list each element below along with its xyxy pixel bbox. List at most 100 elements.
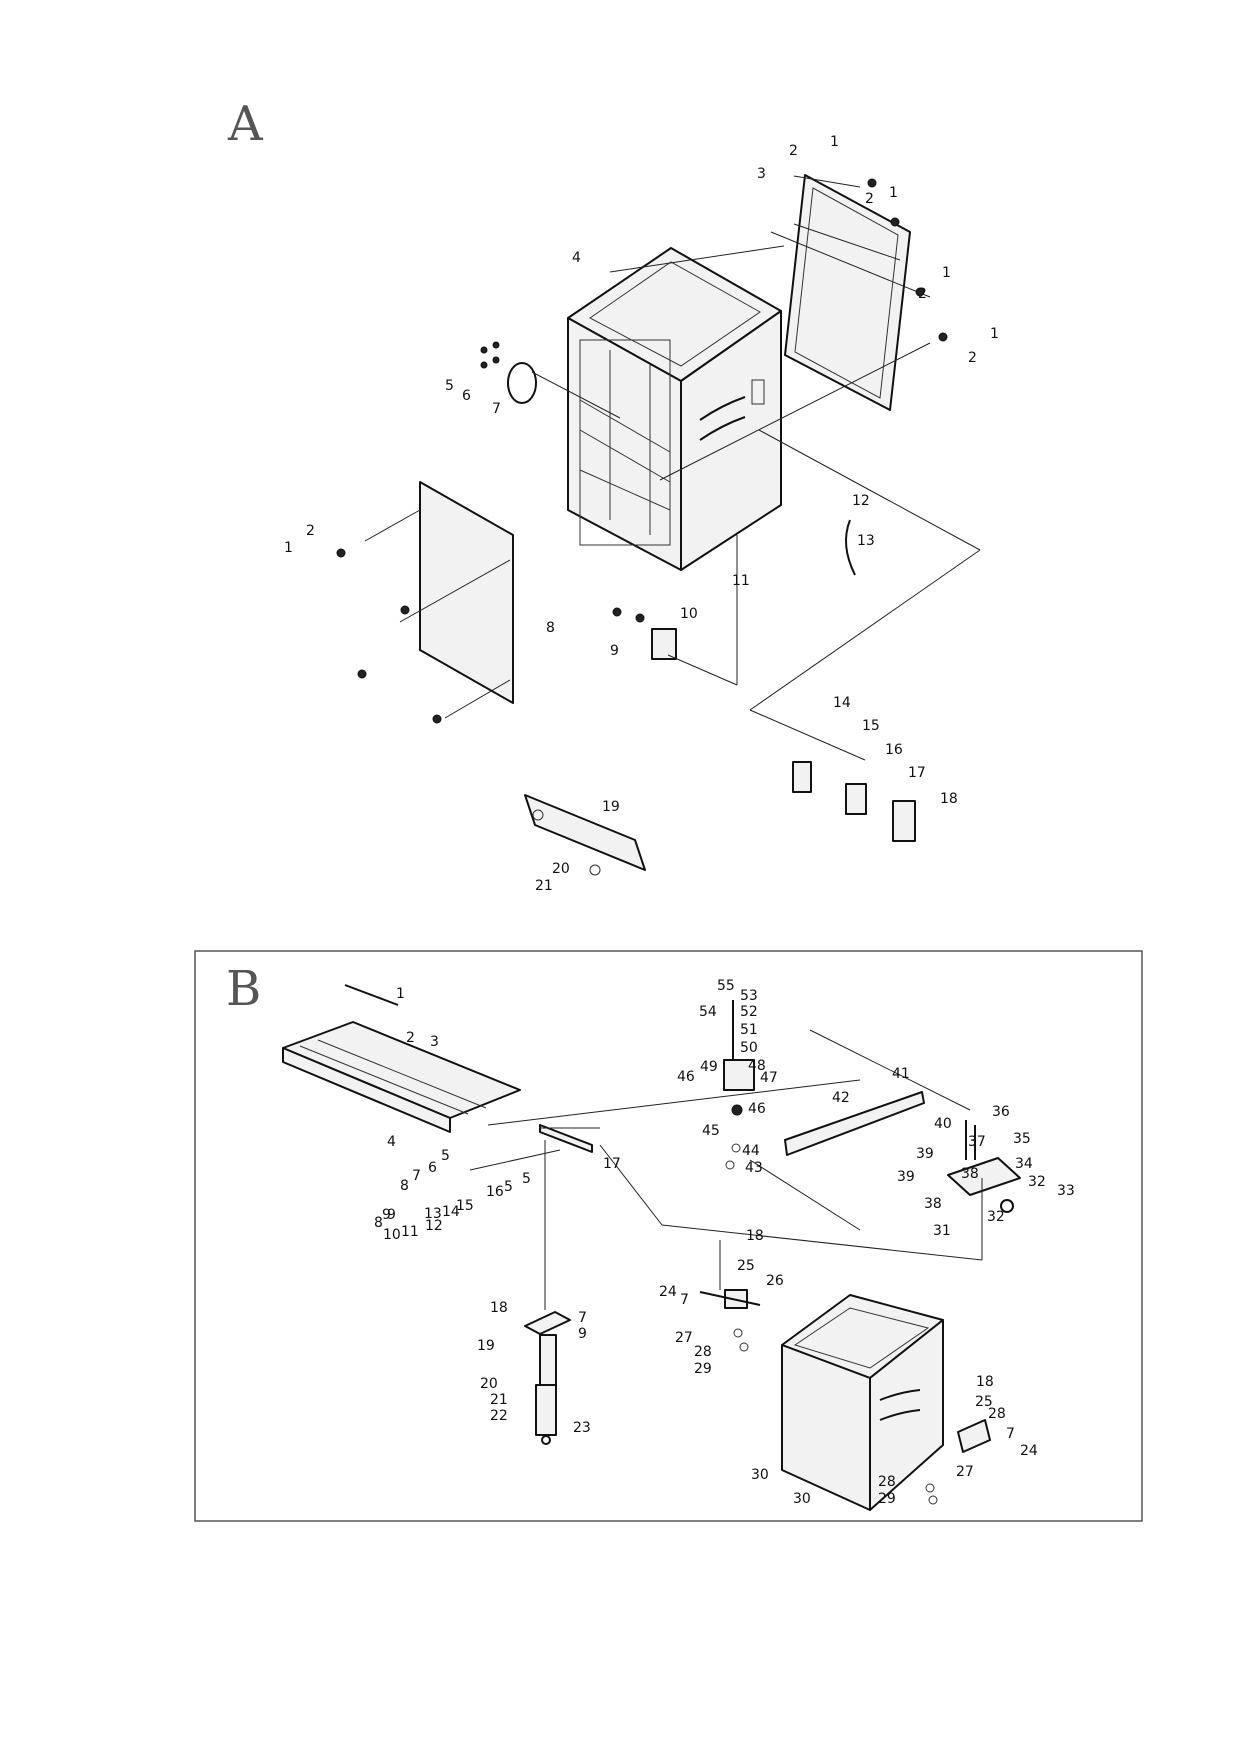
callout-label: 9	[387, 1207, 396, 1223]
callout-label: 7	[492, 401, 501, 417]
callout-label: 37	[968, 1134, 986, 1150]
callout-label: 1	[396, 986, 405, 1002]
section-b-letter: B	[226, 961, 261, 1017]
callout-label: 40	[934, 1116, 952, 1132]
callout-label: 38	[924, 1196, 942, 1212]
callout-label: 28	[878, 1474, 896, 1490]
callout-label: 10	[680, 606, 698, 622]
hinge-parts-b	[699, 1289, 991, 1505]
callout-label: 25	[737, 1258, 755, 1274]
callout-label: 5	[445, 378, 454, 394]
callout-label: 24	[1020, 1443, 1038, 1459]
front-panel-a	[419, 481, 514, 704]
callout-label: 42	[832, 1090, 850, 1106]
callout-label: 7	[412, 1168, 421, 1184]
cabinet-b	[781, 1294, 944, 1511]
callout-label: 27	[675, 1330, 693, 1346]
callout-label: 2	[865, 191, 874, 207]
callout-label: 9	[578, 1326, 587, 1342]
callout-label: 2	[306, 523, 315, 539]
callout-label: 14	[833, 695, 851, 711]
callout-label: 17	[908, 765, 926, 781]
callout-label: 13	[424, 1206, 442, 1222]
callout-label: 25	[975, 1394, 993, 1410]
callout-label: 20	[552, 861, 570, 877]
callout-label: 33	[1057, 1183, 1075, 1199]
callout-label: 51	[740, 1022, 758, 1038]
callout-label: 47	[760, 1070, 778, 1086]
callout-label: 16	[486, 1184, 504, 1200]
callout-label: 50	[740, 1040, 758, 1056]
callout-label: 24	[659, 1284, 677, 1300]
callout-label: 1	[990, 326, 999, 342]
callout-label: 19	[602, 799, 620, 815]
callout-label: 28	[988, 1406, 1006, 1422]
callout-label: 8	[374, 1215, 383, 1231]
callout-label: 3	[430, 1034, 439, 1050]
callout-label: 36	[992, 1104, 1010, 1120]
callout-label: 26	[766, 1273, 784, 1289]
callout-label: 10	[383, 1227, 401, 1243]
callout-label: 46	[677, 1069, 695, 1085]
callout-label: 53	[740, 988, 758, 1004]
callout-label: 21	[490, 1392, 508, 1408]
callout-label: 5	[504, 1179, 513, 1195]
callout-label: 4	[572, 250, 581, 266]
side-panel-a	[784, 174, 911, 411]
callout-label: 5	[522, 1171, 531, 1187]
callout-label: 3	[757, 166, 766, 182]
callout-label: 2	[968, 350, 977, 366]
callout-label: 15	[862, 718, 880, 734]
callout-label: 1	[830, 134, 839, 150]
callout-label: 7	[578, 1310, 587, 1326]
callout-label: 11	[732, 573, 750, 589]
callout-label: 48	[748, 1058, 766, 1074]
callout-label: 4	[387, 1134, 396, 1150]
callout-label: 32	[1028, 1174, 1046, 1190]
callout-label: 19	[477, 1338, 495, 1354]
callout-label: 15	[456, 1198, 474, 1214]
callout-label: 2	[406, 1030, 415, 1046]
callout-label: 23	[573, 1420, 591, 1436]
callout-label: 29	[878, 1491, 896, 1507]
callout-label: 2	[789, 143, 798, 159]
callouts-b: 1 2 3 4 5 6 7 8 9 10 11 12 13 14 15 16 5…	[374, 978, 1075, 1507]
callout-label: 46	[748, 1101, 766, 1117]
guide-rail-b	[784, 1091, 925, 1156]
small-parts-a	[336, 178, 948, 876]
section-a-letter: A	[227, 96, 264, 152]
callout-label: 49	[700, 1059, 718, 1075]
section-b-frame	[194, 950, 1143, 1522]
callout-label: 55	[717, 978, 735, 994]
callout-label: 32	[987, 1209, 1005, 1225]
leaders-b	[469, 1029, 983, 1310]
callout-label: 9	[610, 643, 619, 659]
callout-label: 2	[918, 286, 927, 302]
callout-label: 13	[857, 533, 875, 549]
callout-label: 39	[897, 1169, 915, 1185]
callout-label: 1	[942, 265, 951, 281]
callout-label: 22	[490, 1408, 508, 1424]
callout-label: 31	[933, 1223, 951, 1239]
callout-label: 9	[382, 1207, 391, 1223]
callout-label: 21	[535, 878, 553, 894]
callout-label: 18	[940, 791, 958, 807]
callout-label: 52	[740, 1004, 758, 1020]
table-extension-b	[282, 984, 593, 1153]
callout-label: 12	[852, 493, 870, 509]
callout-label: 6	[428, 1160, 437, 1176]
callout-label: 17	[603, 1156, 621, 1172]
cabinet-a	[567, 247, 782, 571]
callout-label: 16	[885, 742, 903, 758]
callout-label: 8	[400, 1178, 409, 1194]
callout-label: 1	[889, 185, 898, 201]
callout-label: 7	[680, 1292, 689, 1308]
callout-label: 28	[694, 1344, 712, 1360]
callout-label: 27	[956, 1464, 974, 1480]
callout-label: 18	[976, 1374, 994, 1390]
callout-label: 34	[1015, 1156, 1033, 1172]
callout-label: 18	[746, 1228, 764, 1244]
bracket-b	[947, 1120, 1021, 1213]
callout-label: 6	[462, 388, 471, 404]
